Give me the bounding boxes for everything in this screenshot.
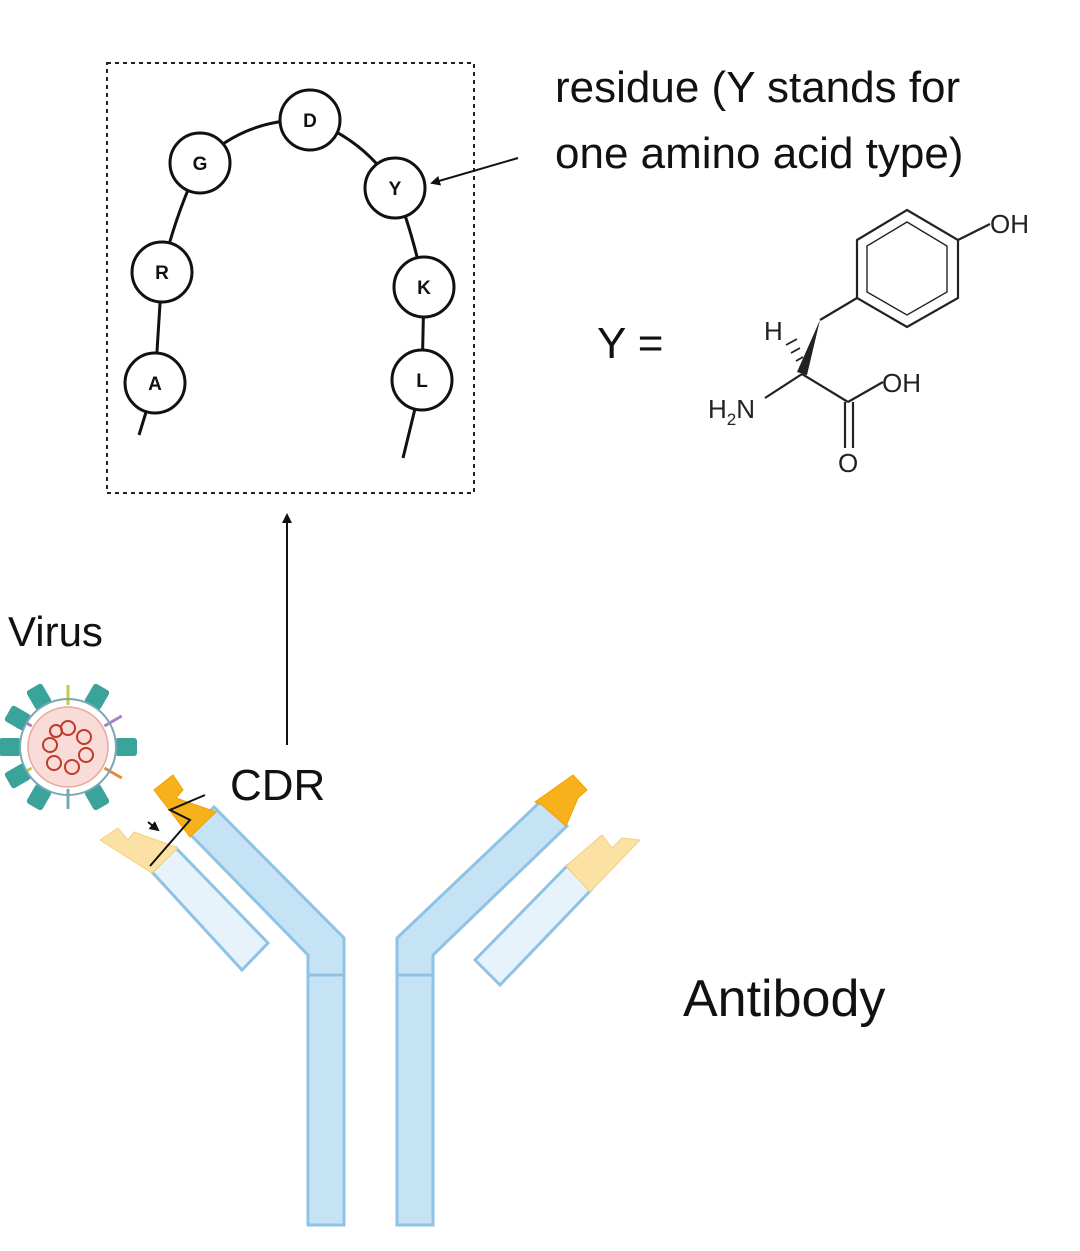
virus-spike (26, 784, 52, 811)
residue-letter: Y (389, 179, 402, 200)
virus-spike (4, 705, 31, 731)
alpha-n-bond (764, 373, 803, 399)
virus-spike (115, 738, 137, 756)
heavy-chain-stem-right (395, 958, 435, 1227)
benzene-inner-ring (866, 221, 948, 316)
residue-node: L (390, 348, 454, 412)
residue-chain-panel: A R G D Y K L (106, 62, 519, 494)
virus-spike (26, 683, 52, 710)
cdr-light-right (565, 834, 642, 893)
virus-core (27, 706, 109, 788)
residue-node: Y (363, 156, 427, 220)
heavy-chain-stem-left (306, 958, 346, 1227)
virus-spike (84, 683, 110, 710)
residue-circle (130, 240, 194, 304)
residue-circle (168, 131, 232, 195)
residue-circle (392, 255, 456, 319)
cdr-heavy-right (533, 774, 588, 827)
virus-spike (84, 784, 110, 811)
hashed-bond (785, 338, 807, 370)
antibody (99, 774, 642, 1227)
virus-spike (4, 763, 31, 789)
wedge-bond (797, 320, 820, 375)
residue-node: K (392, 255, 456, 319)
dashed-box (106, 62, 475, 494)
residue-letter: D (303, 111, 317, 132)
y-equals-label: Y = (597, 319, 663, 368)
benzene-ring (855, 208, 960, 329)
antibody-label: Antibody (683, 970, 885, 1028)
residue-letter: K (417, 278, 431, 299)
heavy-chain-arm-right (395, 798, 570, 977)
residue-letter: A (148, 374, 162, 395)
residue-letter: L (416, 371, 428, 392)
residue-annotation-line2: one amino acid type) (555, 129, 963, 178)
heavy-chain-arm-left (185, 804, 346, 977)
cdr-label: CDR (230, 761, 325, 810)
residue-pointer-arrow (430, 157, 519, 186)
residue-node: A (123, 351, 187, 415)
residue-circle (278, 88, 342, 152)
virus-spike (0, 738, 21, 756)
cdr-heavy-left (153, 774, 217, 838)
virus-envelope (19, 698, 117, 796)
residue-circle (363, 156, 427, 220)
cdr-small-arrow (147, 821, 160, 832)
residue-node: D (278, 88, 342, 152)
tyrosine-structure: Y = OH H H2N OH O (597, 208, 1029, 478)
virus-stub (103, 714, 123, 728)
phenol-bond (957, 223, 991, 241)
alpha-carboxyl-bond (801, 373, 849, 403)
cdr-pointer-line (149, 794, 206, 867)
residue-node: R (130, 240, 194, 304)
residue-nodes: A R G D Y K L (123, 88, 456, 415)
residue-letter: G (193, 154, 208, 175)
cdr-light-left (99, 827, 179, 874)
carbonyl-o-label: O (838, 448, 858, 478)
h-label: H (764, 316, 783, 346)
residue-circle (123, 351, 187, 415)
ring-ch2-bond (819, 297, 858, 321)
carboxyl-oh-bond (847, 381, 884, 403)
residue-node: G (168, 131, 232, 195)
residue-letter: R (155, 263, 169, 284)
virus-label: Virus (8, 608, 103, 655)
virus-stub (103, 766, 123, 780)
carboxyl-oh-label: OH (882, 368, 921, 398)
phenol-oh-label: OH (990, 209, 1029, 239)
virus-icon (0, 683, 137, 811)
virus-rna (42, 720, 94, 775)
residue-circle (390, 348, 454, 412)
amine-label: H2N (708, 394, 755, 429)
residue-annotation-line1: residue (Y stands for (555, 63, 960, 112)
